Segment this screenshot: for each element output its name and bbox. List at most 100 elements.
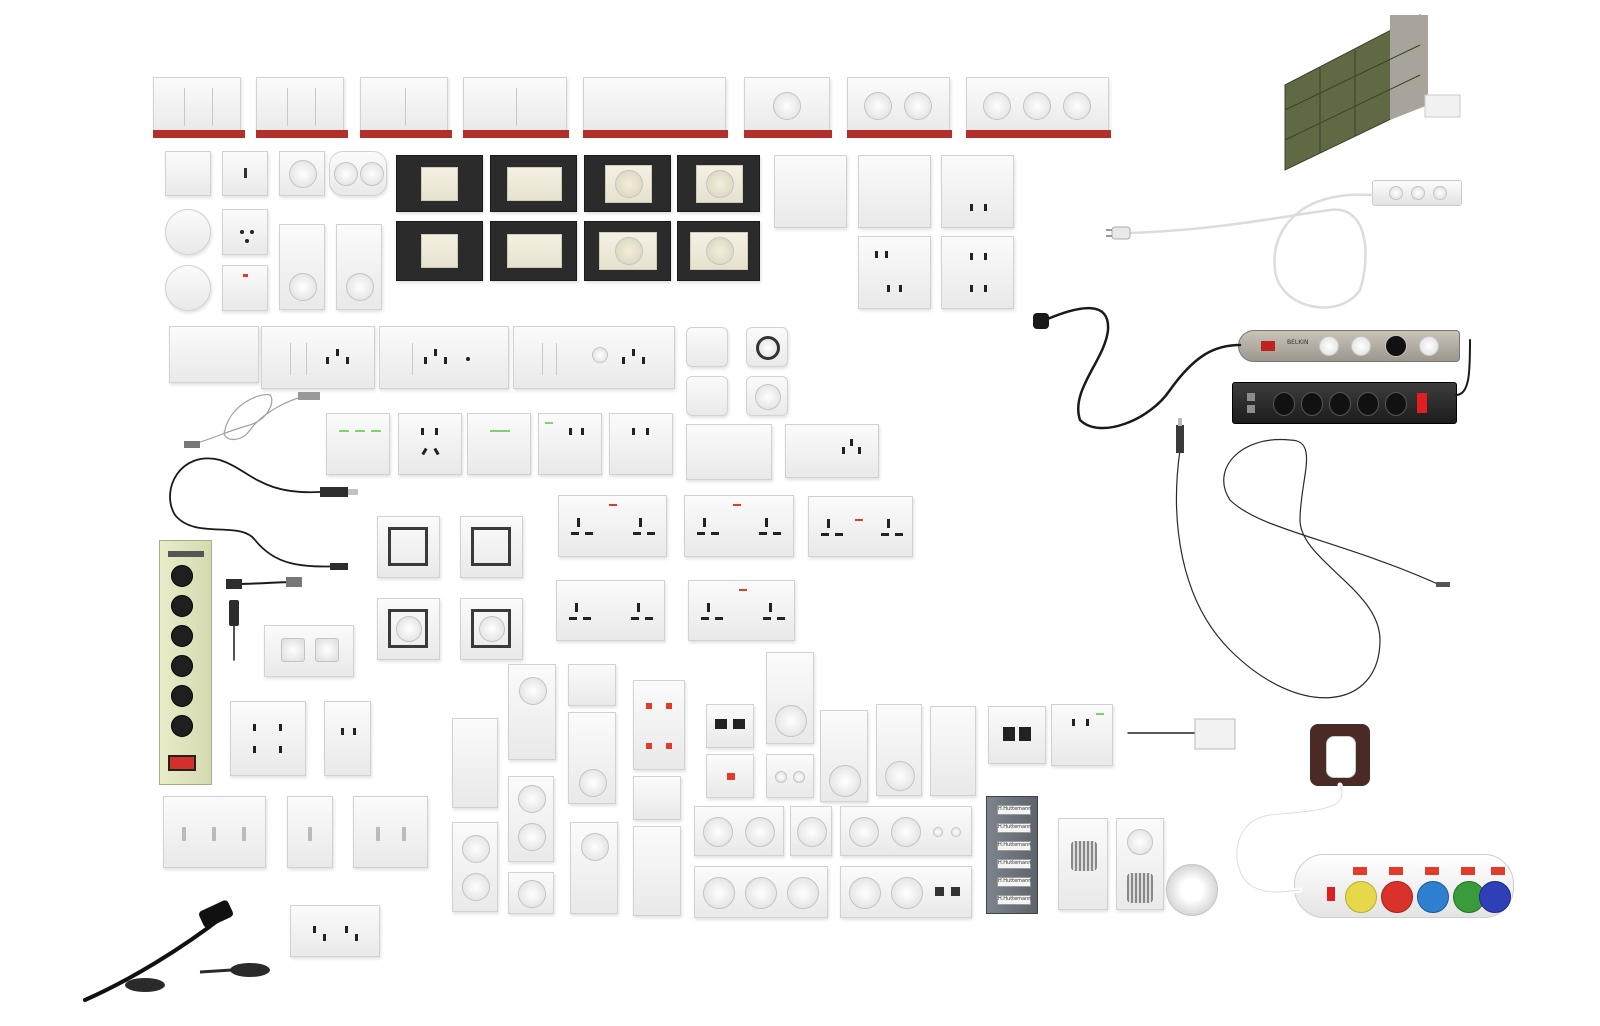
led-indicator — [339, 430, 349, 432]
socket-slot — [777, 617, 785, 620]
led-indicator — [490, 430, 510, 432]
wall-socket-icon — [581, 833, 609, 861]
rj45-port-icon — [1019, 727, 1031, 741]
rj45-port-icon — [715, 719, 727, 729]
small-switch — [686, 376, 728, 416]
vertical-socket-plate — [452, 822, 498, 912]
tile-line — [1284, 44, 1421, 111]
smart-plug-icon — [1166, 864, 1218, 916]
socket-slot — [850, 439, 853, 446]
dimmer-knob-icon — [829, 765, 861, 797]
socket-plate — [324, 701, 371, 776]
wall-socket-icon — [171, 655, 193, 677]
dial-icon — [1385, 335, 1407, 357]
dark-frame-switch — [490, 221, 577, 281]
surface-switch-box — [256, 77, 344, 135]
strip-switch — [168, 755, 196, 771]
socket-slot — [435, 428, 438, 435]
wall-socket-icon — [171, 685, 193, 707]
rocker-divider — [290, 343, 291, 375]
wall-socket-icon — [773, 92, 801, 120]
socket-slot — [326, 357, 329, 364]
uk-double-socket — [688, 580, 795, 641]
surface-socket-box — [966, 77, 1109, 135]
socket-plate — [686, 424, 772, 480]
socket-slot — [899, 285, 902, 292]
universal-socket-plate — [290, 905, 380, 957]
tiled-wall-icon — [1284, 14, 1461, 171]
wall-socket-icon — [703, 877, 735, 909]
cable-icon — [199, 968, 233, 974]
socket-slot — [424, 357, 427, 364]
toggle-switch-plate — [287, 796, 333, 868]
socket-pin — [466, 357, 470, 361]
universal-socket-plate — [941, 236, 1014, 309]
wall-socket-icon — [1357, 392, 1379, 416]
led-indicator — [355, 430, 365, 432]
socket-insert — [696, 165, 743, 203]
socket-insert — [690, 232, 748, 270]
wall-socket-icon — [1301, 392, 1323, 416]
name-tag: H.Huttemann — [997, 823, 1031, 833]
switch-frame — [388, 527, 428, 566]
wall-socket-icon — [891, 817, 921, 847]
universal-socket-plate — [941, 155, 1014, 228]
socket-slot — [881, 533, 889, 536]
wall-socket-icon — [787, 877, 819, 909]
toggle-lever — [308, 827, 312, 841]
framed-switch — [460, 516, 523, 578]
socket-slot — [885, 251, 888, 258]
wall-socket-icon — [1345, 881, 1377, 913]
rocker-divider — [212, 88, 213, 126]
socket-slot — [970, 285, 973, 292]
rj45-port-icon — [1003, 727, 1015, 741]
switch-insert — [507, 234, 562, 268]
led-switch-plate — [467, 413, 531, 475]
dimmer-knob-icon — [775, 705, 807, 737]
usb-plug-icon — [1176, 425, 1184, 453]
socket-slot — [759, 532, 767, 535]
socket-slot — [647, 532, 655, 535]
rj45-port-icon — [733, 719, 745, 729]
coax-port-icon — [793, 771, 805, 783]
dark-frame-switch — [396, 155, 483, 212]
socket-slot — [858, 447, 861, 454]
led-indicator — [371, 430, 381, 432]
socket-plate — [538, 413, 602, 475]
wall-socket-icon — [1381, 881, 1413, 913]
dark-frame-switch — [490, 155, 577, 212]
socket-slot — [701, 617, 709, 620]
wall-socket-icon — [1023, 92, 1051, 120]
socket-slot — [341, 728, 344, 735]
surface-socket-box — [847, 77, 950, 135]
doorbell-panel: H.Huttemann H.Huttemann H.Huttemann H.Hu… — [986, 796, 1038, 914]
socket-slot — [645, 617, 653, 620]
speaker-grille-icon — [1071, 841, 1097, 871]
vertical-socket-plate — [508, 776, 554, 862]
wall-socket-icon — [745, 817, 775, 847]
multi-switch-plate — [858, 155, 931, 228]
usb-plug-icon — [184, 441, 200, 448]
power-strip-icon — [1294, 854, 1514, 918]
socket-slot — [769, 603, 772, 612]
dark-frame-socket — [677, 155, 760, 212]
power-plug-icon — [199, 900, 233, 928]
name-tag: H.Huttemann — [997, 841, 1031, 851]
red-base — [153, 130, 245, 138]
socket-slot — [887, 285, 890, 292]
socket-slot — [313, 926, 316, 933]
socket-slot — [835, 533, 843, 536]
usb-plug-icon — [298, 392, 320, 400]
socket-slot — [707, 603, 710, 612]
strip-brand: BELKIN — [1287, 339, 1309, 346]
socket-slot — [421, 447, 428, 456]
power-plug-icon — [1326, 736, 1356, 778]
button-icon — [1127, 829, 1153, 855]
strip-switch — [1261, 341, 1275, 351]
red-base — [256, 130, 348, 138]
indicator-light — [1425, 867, 1439, 875]
socket-slot — [984, 285, 987, 292]
wall-socket-icon — [289, 160, 317, 188]
switch-insert — [421, 167, 458, 201]
socket-slot — [434, 349, 437, 356]
